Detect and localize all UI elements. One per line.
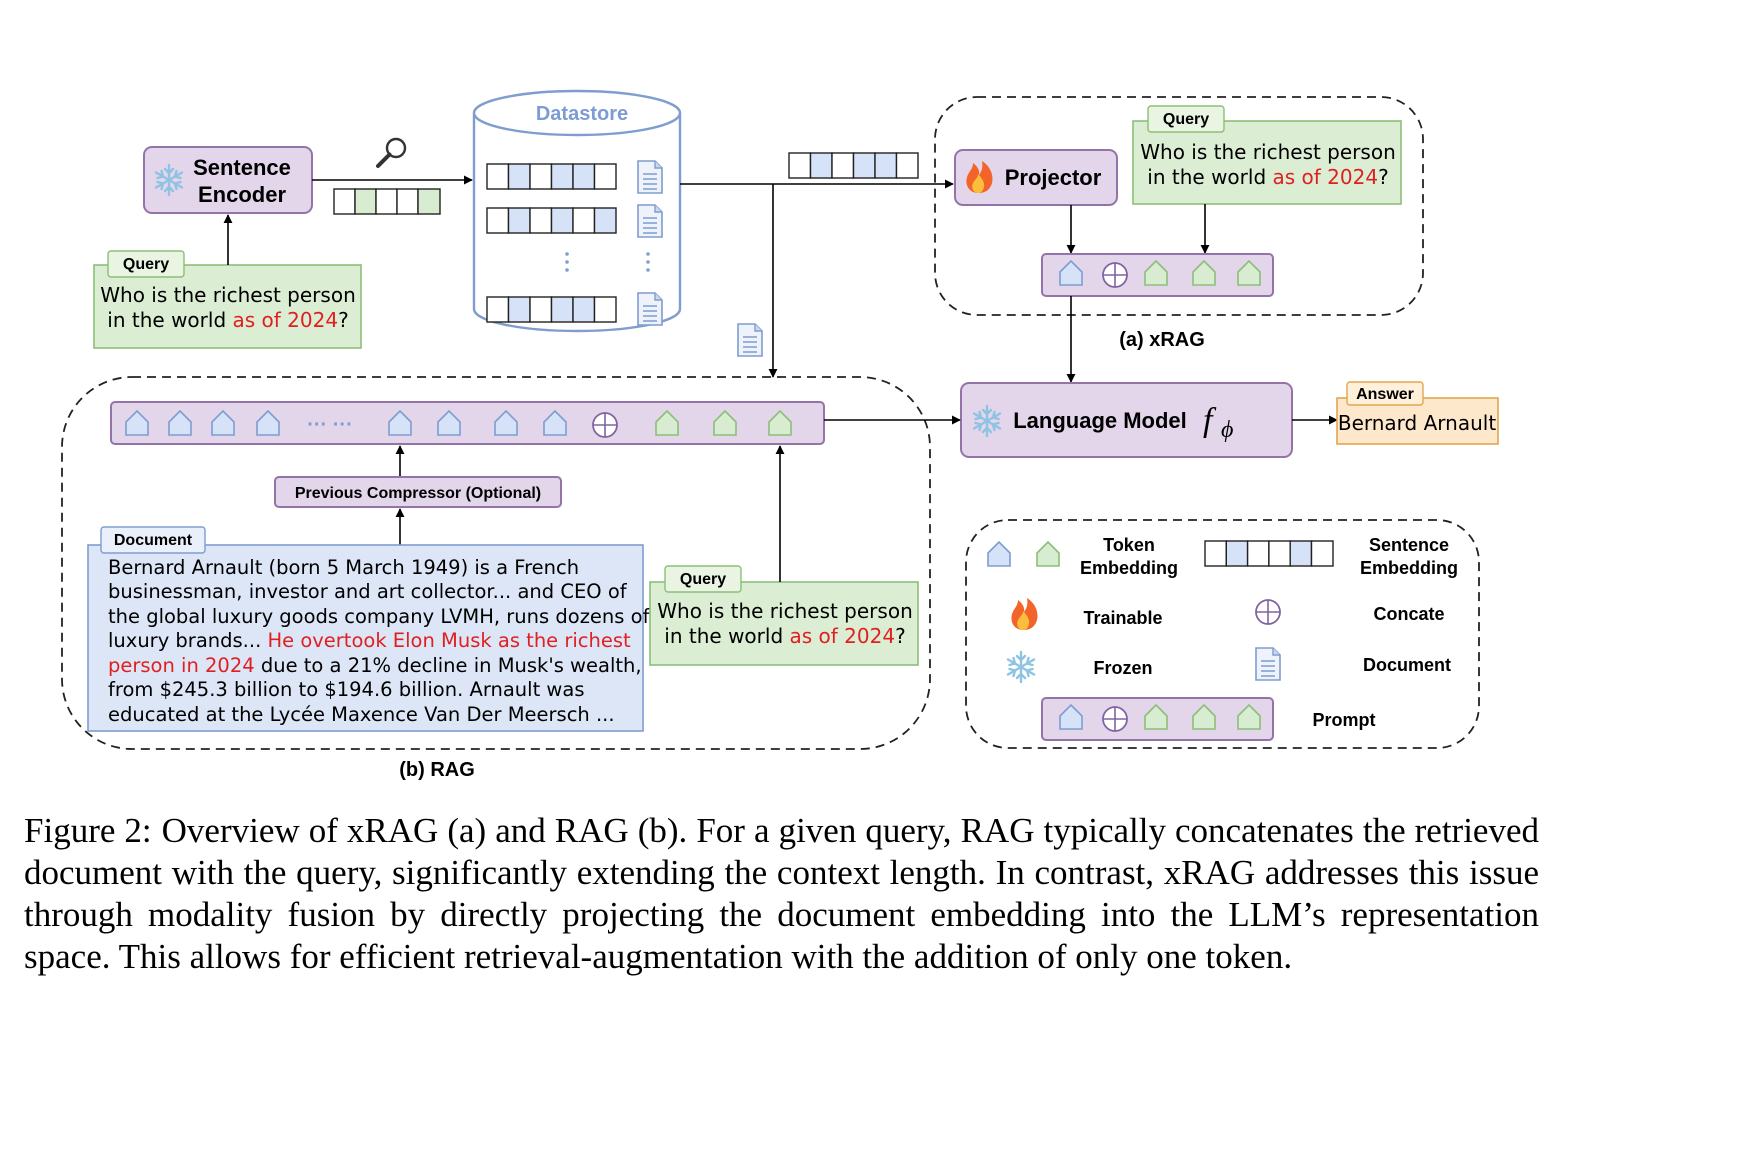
- answer-text: Bernard Arnault: [1338, 411, 1496, 435]
- legend-sentence-embedding-2: Embedding: [1360, 558, 1458, 578]
- document-icon: [737, 323, 763, 357]
- concat-plus-icon: [592, 412, 618, 438]
- query-tag: Query: [123, 256, 169, 273]
- legend-token-embedding-2: Embedding: [1080, 558, 1178, 578]
- magnifier-icon: [376, 137, 407, 168]
- query-line-2: in the world as of 2024?: [664, 624, 905, 648]
- document-line: businessman, investor and art collector.…: [108, 580, 628, 603]
- token-ellipsis: ··· ···: [307, 414, 353, 436]
- datastore-embedding-row: [486, 163, 617, 190]
- document-line: person in 2024 due to a 21% decline in M…: [108, 654, 642, 677]
- concat-plus-icon: [1255, 599, 1281, 625]
- query-line-2: in the world as of 2024?: [1147, 165, 1388, 189]
- previous-compressor: Previous Compressor (Optional): [274, 476, 562, 508]
- document-line: the global luxury goods company LVMH, ru…: [108, 605, 651, 628]
- rag-section-label: (b) RAG: [399, 759, 475, 781]
- legend-sentence-embedding-icon: [1204, 540, 1334, 567]
- xrag-region: [934, 96, 1424, 316]
- query-line-1: Who is the richest person: [1140, 140, 1396, 164]
- legend-concate: Concate: [1373, 604, 1444, 624]
- datastore-embedding-row: [486, 296, 617, 323]
- sentence-encoder-label: Sentence: [193, 155, 291, 180]
- legend-trainable: Trainable: [1083, 608, 1162, 628]
- rag-prompt: ··· ···: [110, 401, 825, 445]
- concat-plus-icon: [1102, 706, 1128, 732]
- document-line: luxury brands... He overtook Elon Musk a…: [108, 629, 631, 652]
- datastore: Datastore: [472, 89, 682, 333]
- concat-plus-icon: [1102, 262, 1128, 288]
- query-tag: Query: [1163, 111, 1209, 128]
- legend: Token Embedding Sentence Embedding Train…: [987, 535, 1458, 741]
- query-box-xrag: Query Who is the richest person in the w…: [1132, 105, 1402, 205]
- projector-module: Projector: [954, 149, 1118, 206]
- legend-prompt: Prompt: [1313, 710, 1376, 730]
- query-line-1: Who is the richest person: [100, 283, 356, 307]
- document-line: Bernard Arnault (born 5 March 1949) is a…: [108, 556, 579, 579]
- query-sentence-embedding: [333, 188, 441, 215]
- datastore-label: Datastore: [536, 103, 628, 125]
- document-line: from $245.3 billion to $194.6 billion. A…: [108, 678, 584, 701]
- language-model-label: Language Model: [1013, 408, 1187, 433]
- query-tag: Query: [680, 571, 726, 588]
- xrag-section-label: (a) xRAG: [1119, 329, 1205, 351]
- legend-region: [965, 519, 1480, 749]
- flame-icon: [1011, 598, 1038, 630]
- legend-sentence-embedding: Sentence: [1369, 535, 1449, 555]
- document-line: educated at the Lycée Maxence Van Der Me…: [108, 703, 615, 726]
- answer-box: Answer Bernard Arnault: [1336, 381, 1499, 445]
- vertical-dots: [565, 252, 650, 272]
- language-model-module: Language Model f ϕ: [960, 382, 1293, 458]
- query-box-retrieval: Query Who is the richest person in the w…: [93, 250, 362, 349]
- sentence-encoder-module: Sentence Encoder: [143, 146, 313, 214]
- query-box-rag: Query Who is the richest person in the w…: [649, 565, 919, 666]
- document-icon: [1255, 647, 1281, 681]
- legend-token-embedding: Token: [1103, 535, 1155, 555]
- legend-frozen: Frozen: [1093, 658, 1152, 678]
- projector-label: Projector: [1005, 165, 1102, 190]
- document-icon: [637, 204, 663, 238]
- document-icon: [637, 292, 663, 326]
- document-icon: [637, 160, 663, 194]
- answer-tag: Answer: [1356, 386, 1414, 403]
- rag-region: [61, 376, 931, 750]
- token-house-icon: [987, 541, 1011, 567]
- legend-document: Document: [1363, 655, 1451, 675]
- caption-label: Figure 2:: [24, 811, 152, 850]
- xrag-prompt: [1041, 253, 1274, 297]
- document-box: Document Bernard Arnault (born 5 March 1…: [87, 526, 651, 732]
- compressor-label: Previous Compressor (Optional): [295, 485, 541, 502]
- lm-function-subscript: ϕ: [1221, 417, 1233, 443]
- datastore-embedding-row: [486, 207, 617, 234]
- xrag-overview-diagram: Sentence Encoder Query Who is the riches…: [61, 89, 1499, 781]
- snowflake-icon: [1006, 650, 1036, 684]
- sentence-encoder-label-2: Encoder: [198, 182, 286, 207]
- query-line-2: in the world as of 2024?: [107, 308, 348, 332]
- token-house-icon: [1036, 541, 1060, 567]
- caption-text: Overview of xRAG (a) and RAG (b). For a …: [24, 811, 1540, 976]
- retrieved-sentence-embedding: [788, 152, 919, 179]
- query-line-1: Who is the richest person: [657, 599, 913, 623]
- figure-caption: Figure 2:Overview of xRAG (a) and RAG (b…: [24, 810, 1539, 978]
- document-tag: Document: [114, 532, 193, 549]
